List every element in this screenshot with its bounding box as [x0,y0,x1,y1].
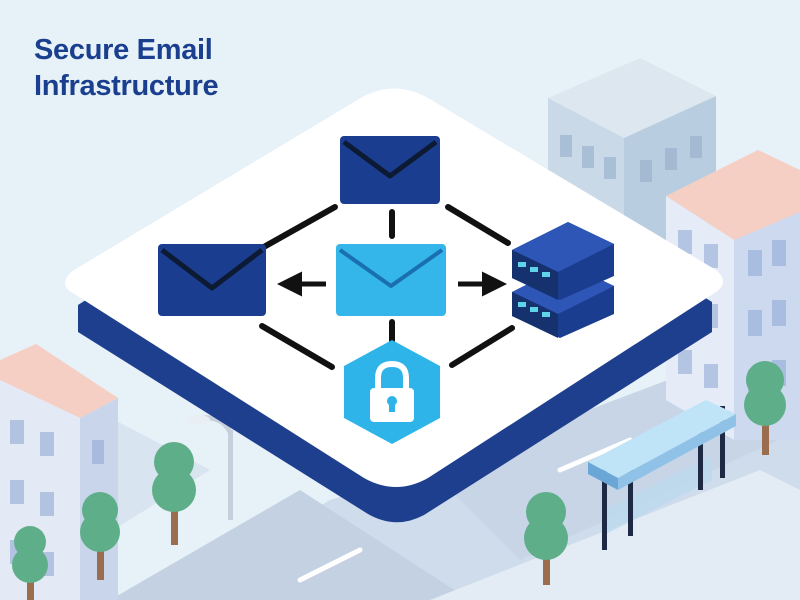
edge-left-lock [259,323,335,370]
title-line-1: Secure Email [34,34,213,66]
street-lamp [188,415,233,520]
tree-right-1 [524,492,568,585]
connectors [259,204,515,370]
edge-top-left [259,204,338,251]
street [110,490,470,600]
server-unit-top [512,222,614,300]
envelope-icon [336,244,446,316]
edge-right-lock [449,325,515,368]
tree-left-2 [80,492,120,580]
trees [12,361,786,600]
edge-top-right [445,204,511,246]
envelope-icon [158,244,266,316]
padlock-icon [344,340,440,444]
tree-left-3 [12,526,48,600]
sidewalk [430,470,800,600]
server-icon [512,222,614,338]
title-line-2: Infrastructure [34,70,219,102]
tree-left-1 [152,442,196,545]
envelope-icon [340,136,440,204]
tree-right-2 [744,361,786,455]
bus-shelter [588,400,736,550]
page-title: Secure Email Infrastructure [34,32,219,104]
